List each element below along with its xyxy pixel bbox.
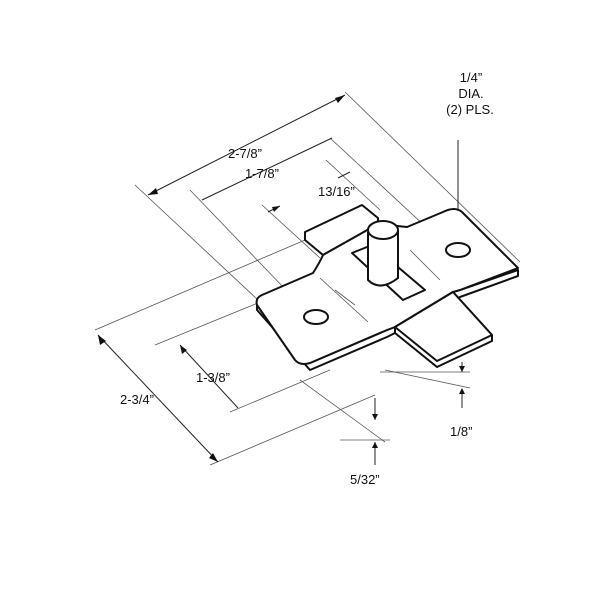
dimension-lines bbox=[97, 94, 465, 465]
note-hole-size: 1/4” bbox=[459, 70, 483, 85]
dim-tab-offset: 13/16” bbox=[318, 184, 355, 199]
dim-overall-width: 2-3/4” bbox=[120, 392, 154, 407]
dim-hole-spacing: 1-7/8” bbox=[245, 166, 279, 181]
dim-overall-length: 2-7/8” bbox=[228, 146, 262, 161]
note-hole-dia: DIA. bbox=[458, 86, 484, 101]
dim-thickness: 1/8” bbox=[450, 424, 473, 439]
dim-offset-height: 5/32” bbox=[350, 472, 380, 487]
note-hole-count: (2) PLS. bbox=[446, 102, 494, 117]
dim-inner-width: 1-3/8” bbox=[196, 370, 230, 385]
extension-lines bbox=[94, 91, 521, 466]
bracket-part bbox=[255, 204, 519, 371]
